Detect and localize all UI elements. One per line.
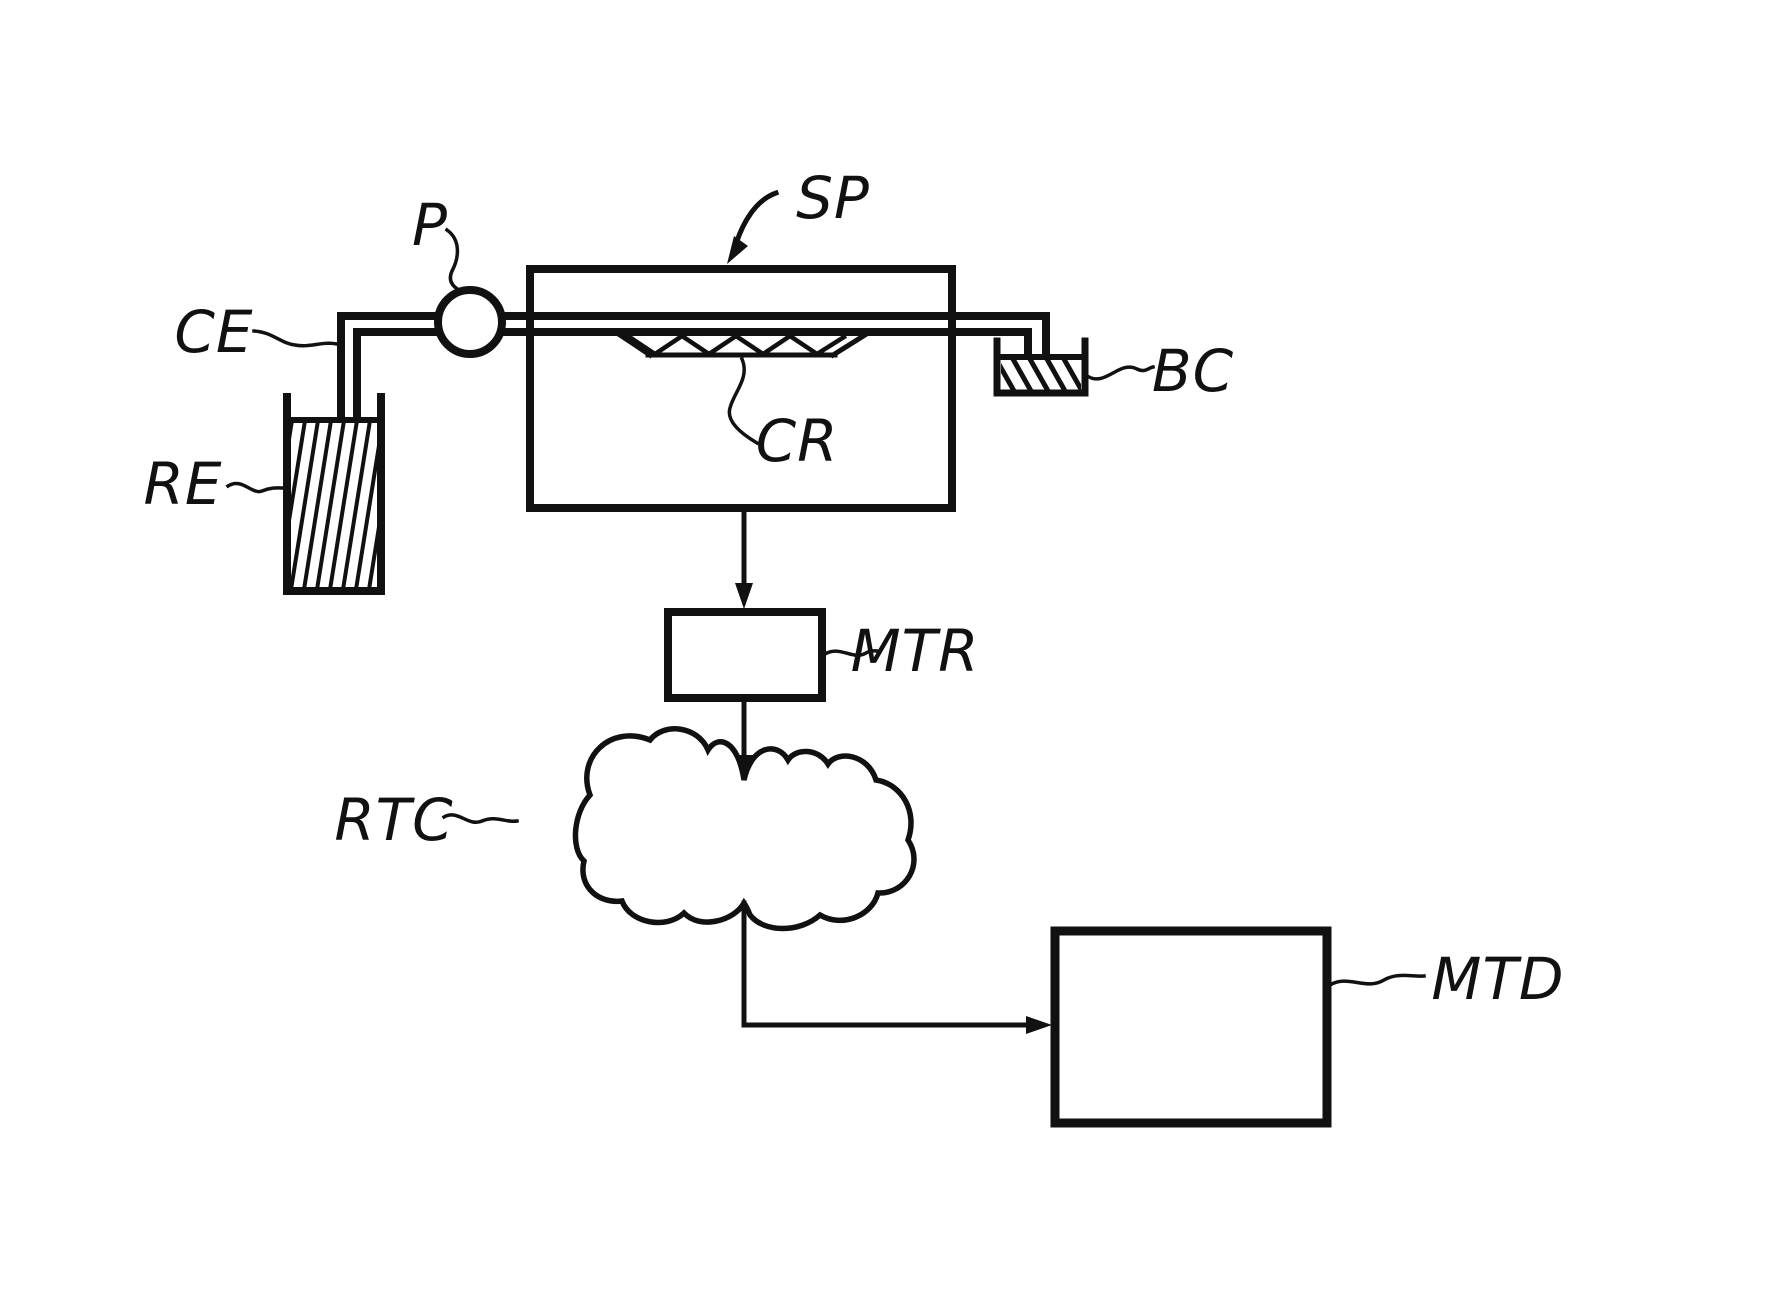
labels: P SP CE RE CR BC MTR RTC MTD	[144, 164, 1564, 1013]
reservoir-hatch	[291, 423, 377, 589]
leader-cr	[727, 356, 760, 446]
mtd-box	[1050, 926, 1332, 1128]
arrow-shaft	[741, 900, 1039, 1028]
leader-re	[225, 481, 286, 494]
leader-ce	[252, 329, 340, 348]
label-ce: CE	[174, 298, 253, 366]
leader-rtc	[441, 813, 520, 824]
capillary-tube	[337, 312, 1050, 418]
leader-mtd	[1327, 973, 1426, 988]
pump-circle	[434, 286, 506, 358]
cup-hatch-lines	[1001, 359, 1081, 391]
collection-cup	[993, 337, 1089, 397]
label-rtc: RTC	[334, 786, 453, 854]
corrugation-zigzag	[624, 332, 848, 357]
reservoir-walls	[283, 393, 385, 595]
reservoir	[283, 393, 385, 595]
corrugation-sides	[616, 331, 869, 359]
capillary-outer-line	[337, 312, 1050, 418]
capillary-inner-line	[353, 328, 1032, 418]
mtr-box	[664, 608, 826, 702]
chamber-outline	[526, 265, 956, 512]
leader-mtr	[822, 649, 879, 658]
arrowhead-diagonal-icon	[727, 236, 748, 264]
label-bc: BC	[1152, 337, 1234, 405]
corrugation-trough	[616, 331, 869, 359]
arrowhead-down-icon	[735, 583, 753, 609]
arrow-cloud-to-mtd	[741, 900, 1052, 1034]
label-mtr: MTR	[851, 617, 980, 685]
arrow-chamber-to-mtr	[735, 509, 753, 609]
arrowhead-right-icon	[1026, 1016, 1052, 1034]
leader-lines	[225, 227, 1426, 988]
sp-pointer-arrow	[727, 189, 780, 264]
arrow-shaft	[732, 189, 780, 248]
chamber-box	[526, 265, 956, 512]
rtc-cloud	[572, 726, 917, 932]
label-sp: SP	[796, 164, 870, 232]
leader-p	[444, 227, 462, 293]
cup-walls	[993, 337, 1089, 397]
label-cr: CR	[756, 407, 839, 475]
leader-bc	[1086, 364, 1156, 381]
cup-hatch	[1001, 359, 1081, 391]
label-p: P	[412, 191, 448, 259]
label-mtd: MTD	[1431, 945, 1564, 1013]
reservoir-hatch-lines	[291, 423, 377, 589]
label-re: RE	[144, 450, 223, 518]
